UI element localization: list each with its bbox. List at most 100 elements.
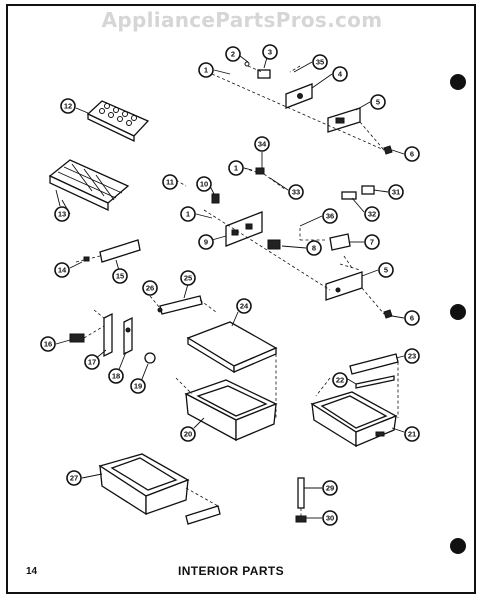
callout-32: 32 [364,206,380,222]
cover-support-rail-part [149,295,217,315]
svg-text:3: 3 [268,48,272,57]
registration-dot-top [450,74,466,90]
svg-text:25: 25 [184,274,192,283]
crisper-drawer-right-part [310,391,398,448]
svg-text:33: 33 [292,188,300,197]
svg-text:30: 30 [326,514,334,523]
svg-text:22: 22 [336,376,344,385]
screw-and-bushing-part [295,477,307,523]
middle-control-assembly [175,152,393,319]
page-number: 14 [26,566,38,577]
svg-text:17: 17 [88,358,96,367]
svg-text:2: 2 [231,50,235,59]
callout-4: 4 [332,66,348,82]
callout-9: 9 [198,234,214,250]
ice-tray-rack-part [48,159,130,212]
callout-7: 7 [364,234,380,250]
callout-31: 31 [388,184,404,200]
callout-36: 36 [322,208,338,224]
callout-1-mid: 1 [228,160,244,176]
callout-18: 18 [108,368,124,384]
callout-20: 20 [180,426,196,442]
svg-text:14: 14 [58,266,67,275]
callout-19: 19 [130,378,146,394]
svg-text:5: 5 [384,266,388,275]
svg-text:31: 31 [392,188,400,197]
svg-text:35: 35 [316,58,324,67]
svg-text:15: 15 [116,272,124,281]
svg-text:20: 20 [184,430,192,439]
svg-text:11: 11 [166,178,174,187]
callout-23: 23 [404,348,420,364]
callout-24: 24 [236,298,252,314]
registration-dot-bottom [450,538,466,554]
svg-text:27: 27 [70,474,78,483]
svg-text:1: 1 [234,164,238,173]
crisper-drawer-left-part [175,377,278,442]
callout-5-top: 5 [370,94,386,110]
svg-text:8: 8 [312,244,316,253]
registration-dot-middle [450,304,466,320]
callout-21: 21 [404,426,420,442]
svg-text:1: 1 [186,210,190,219]
svg-text:32: 32 [368,210,376,219]
svg-text:9: 9 [204,238,208,247]
callout-14: 14 [54,262,70,278]
callout-13: 13 [54,206,70,222]
svg-text:6: 6 [410,314,414,323]
svg-text:24: 24 [240,302,249,311]
callout-1-lower: 1 [180,206,196,222]
callout-30: 30 [322,510,338,526]
callout-1: 1 [198,62,214,78]
page-border [6,4,476,594]
callout-33: 33 [288,184,304,200]
svg-text:13: 13 [58,210,66,219]
callout-3: 3 [262,44,278,60]
page-title: INTERIOR PARTS [178,564,285,578]
shelf-rail-part [75,239,141,263]
svg-text:26: 26 [146,284,154,293]
callout-22: 22 [332,372,348,388]
callout-25: 25 [180,270,196,286]
crisper-cover-part [186,311,278,420]
svg-text:21: 21 [408,430,416,439]
svg-text:16: 16 [44,340,52,349]
svg-text:34: 34 [258,140,267,149]
callout-26: 26 [142,280,158,296]
upper-control-assembly [211,61,393,155]
svg-text:23: 23 [408,352,416,361]
callout-5-mid: 5 [378,262,394,278]
callout-6-mid: 6 [404,310,420,326]
callout-35: 35 [312,54,328,70]
svg-text:7: 7 [370,238,374,247]
callout-10: 10 [196,176,212,192]
callout-34: 34 [254,136,270,152]
callout-27: 27 [66,470,82,486]
callout-15: 15 [112,268,128,284]
callout-6-top: 6 [404,146,420,162]
callout-12: 12 [60,98,76,114]
svg-text:10: 10 [200,180,208,189]
drawer-rails-right-part [315,353,399,418]
svg-text:1: 1 [204,66,208,75]
svg-text:29: 29 [326,484,334,493]
drawer-slide-parts [69,309,156,364]
svg-text:36: 36 [326,212,334,221]
svg-text:18: 18 [112,372,120,381]
svg-text:4: 4 [338,70,343,79]
watermark: AppliancePartsPros.com [101,8,383,32]
callout-2: 2 [225,46,241,62]
callout-17: 17 [84,354,100,370]
svg-text:5: 5 [376,98,380,107]
svg-text:19: 19 [134,382,142,391]
callout-16: 16 [40,336,56,352]
meat-keeper-drawer-part [98,453,221,525]
callout-29: 29 [322,480,338,496]
callout-11: 11 [162,174,178,190]
svg-text:6: 6 [410,150,414,159]
callout-8: 8 [306,240,322,256]
egg-tray-part [75,100,150,143]
svg-text:12: 12 [64,102,72,111]
